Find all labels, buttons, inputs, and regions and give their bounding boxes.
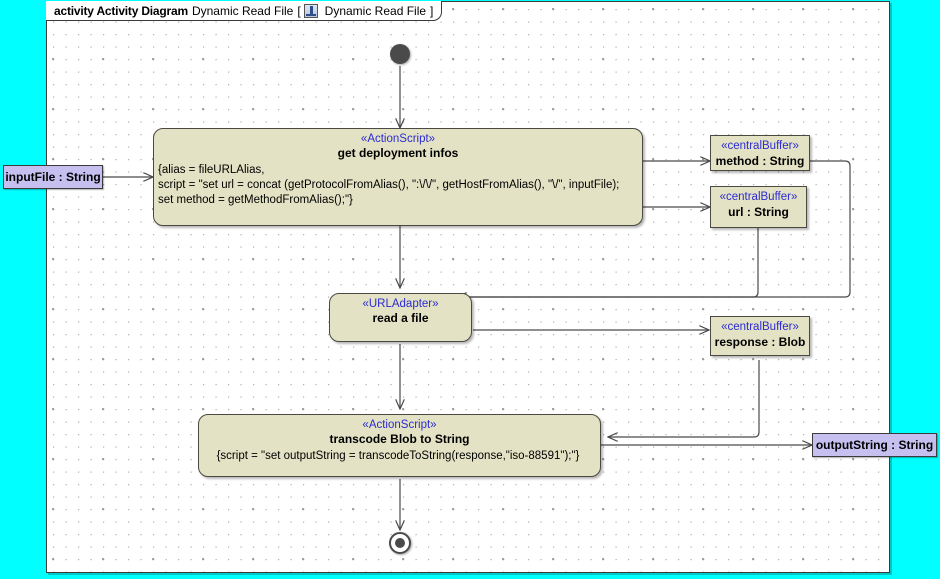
activity-diagram-icon <box>303 3 318 18</box>
output-pin-outputstring[interactable]: outputString : String <box>812 433 937 457</box>
frame-diagram-ref: Dynamic Read File <box>324 3 427 18</box>
action-get-deployment-infos[interactable]: «ActionScript» get deployment infos {ali… <box>153 128 643 226</box>
buffer-title: url : String <box>728 205 789 219</box>
frame-keyword: activity Activity Diagram <box>54 3 188 18</box>
buffer-title: method : String <box>715 154 805 168</box>
action-body: {script = "set outputString = transcodeT… <box>216 450 580 462</box>
initial-node[interactable] <box>390 44 410 64</box>
frame-bracket-close: ] <box>430 3 434 18</box>
stereotype-label: «ActionScript» <box>362 419 437 431</box>
action-transcode-blob-to-string[interactable]: «ActionScript» transcode Blob to String … <box>198 414 601 477</box>
grid-major-dots <box>47 2 889 572</box>
central-buffer-response[interactable]: «centralBuffer» response : Blob <box>710 316 810 356</box>
central-buffer-method[interactable]: «centralBuffer» method : String <box>710 135 810 171</box>
action-body: {alias = fileURLAlias, script = "set url… <box>158 164 620 206</box>
central-buffer-url[interactable]: «centralBuffer» url : String <box>710 186 807 228</box>
stereotype-label: «centralBuffer» <box>719 191 798 203</box>
frame-name: Dynamic Read File <box>191 3 294 18</box>
stereotype-label: «URLAdapter» <box>362 298 439 310</box>
input-pin-inputfile[interactable]: inputFile : String <box>3 165 103 189</box>
activity-frame <box>46 1 890 573</box>
activity-final-node[interactable] <box>389 532 411 554</box>
stereotype-label: «centralBuffer» <box>721 140 799 152</box>
stereotype-label: «centralBuffer» <box>721 321 799 333</box>
action-title: get deployment infos <box>337 146 459 160</box>
stereotype-label: «ActionScript» <box>360 133 436 145</box>
action-title: read a file <box>372 311 429 325</box>
action-title: transcode Blob to String <box>329 432 470 446</box>
action-read-a-file[interactable]: «URLAdapter» read a file <box>329 293 472 342</box>
frame-bracket-open: [ <box>297 3 301 18</box>
buffer-title: response : Blob <box>714 335 806 349</box>
frame-title-bar: activity Activity Diagram Dynamic Read F… <box>46 1 443 21</box>
